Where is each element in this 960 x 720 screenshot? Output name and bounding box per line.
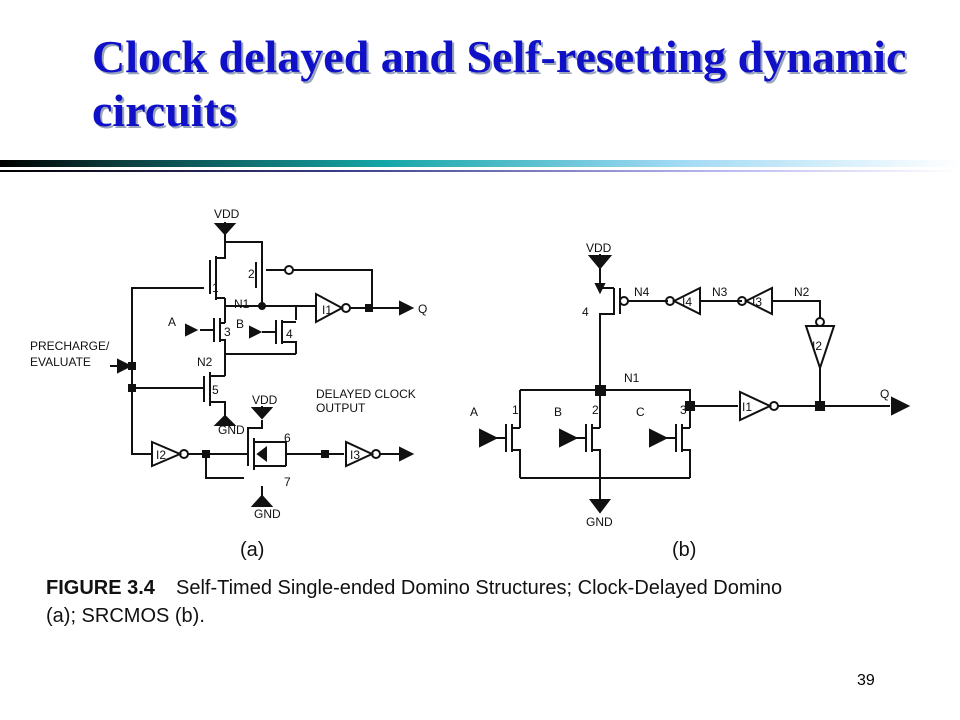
panel-a-gnd2-label: GND xyxy=(254,507,281,521)
delayed-clock-output-label: OUTPUT xyxy=(316,401,366,415)
precharge-label: PRECHARGE/ xyxy=(30,339,110,353)
panel-b-label: (b) xyxy=(672,539,696,561)
panel-b-gnd-label: GND xyxy=(586,515,613,529)
panel-a-transistor-5-label: 5 xyxy=(212,383,219,397)
panel-b-node-n2-label: N2 xyxy=(794,285,810,299)
page-number: 39 xyxy=(857,672,875,689)
panel-a-inverter-i1-label: I1 xyxy=(322,303,332,317)
delayed-clock-label: DELAYED CLOCK xyxy=(316,387,416,401)
panel-a-inverter-i3-label: I3 xyxy=(350,448,360,462)
panel-a-node-n2-label: N2 xyxy=(197,355,213,369)
panel-b-labels: VDD GND A B C Q N1 N2 N3 N4 I1 I2 I3 I4 … xyxy=(470,241,889,561)
panel-a-vdd2-label: VDD xyxy=(252,393,278,407)
panel-a-label: (a) xyxy=(240,539,264,561)
panel-b-input-c-label: C xyxy=(636,405,645,419)
panel-a-transistor-1-label: 1 xyxy=(212,281,219,295)
title-underline-gradient xyxy=(0,160,960,167)
circuit-figure: VDD GND VDD GND PRECHARGE/ EVALUATE A B … xyxy=(0,180,960,660)
panel-a-output-q-label: Q xyxy=(418,302,427,316)
circuit-figure-scan: VDD GND VDD GND PRECHARGE/ EVALUATE A B … xyxy=(0,180,960,660)
panel-b-inverter-i4-label: I4 xyxy=(682,295,692,309)
panel-a-gnd-label: GND xyxy=(218,423,245,437)
evaluate-label: EVALUATE xyxy=(30,355,91,369)
panel-b-node-n3-label: N3 xyxy=(712,285,728,299)
slide-title: Clock delayed and Self-resetting dynamic… xyxy=(92,31,907,136)
panel-b-output-q-label: Q xyxy=(880,387,889,401)
title-underline xyxy=(0,160,960,172)
panel-a-inverter-i2-label: I2 xyxy=(156,448,166,462)
panel-b-inverter-i2-label: I2 xyxy=(812,339,822,353)
figure-caption-label: FIGURE 3.4 xyxy=(46,577,156,599)
panel-a-transistor-7-label: 7 xyxy=(284,475,291,489)
panel-a-schematic xyxy=(110,222,415,507)
figure-caption: FIGURE 3.4 Self-Timed Single-ended Domin… xyxy=(46,577,782,627)
panel-a-input-a-label: A xyxy=(168,315,176,329)
panel-b-schematic xyxy=(479,254,911,514)
figure-caption-line1: Self-Timed Single-ended Domino Structure… xyxy=(176,577,782,599)
panel-b-node-n1-label: N1 xyxy=(624,371,640,385)
panel-a-transistor-3-label: 3 xyxy=(224,325,231,339)
panel-b-input-a-label: A xyxy=(470,405,478,419)
panel-b-transistor-3-label: 3 xyxy=(680,403,687,417)
panel-b-input-b-label: B xyxy=(554,405,562,419)
title-underline-thin xyxy=(0,170,960,172)
panel-a-node-n1-label: N1 xyxy=(234,297,250,311)
panel-b-transistor-2-label: 2 xyxy=(592,403,599,417)
panel-b-transistor-4-label: 4 xyxy=(582,305,589,319)
panel-b-inverter-i1-label: I1 xyxy=(742,400,752,414)
panel-a-vdd-label: VDD xyxy=(214,207,240,221)
panel-b-vdd-label: VDD xyxy=(586,241,612,255)
panel-a-input-b-label: B xyxy=(236,317,244,331)
panel-a-transistor-2-label: 2 xyxy=(248,267,255,281)
figure-caption-line2: (a); SRCMOS (b). xyxy=(46,605,205,627)
panel-a-transistor-4-label: 4 xyxy=(286,327,293,341)
panel-b-transistor-1-label: 1 xyxy=(512,403,519,417)
panel-a-transistor-6-label: 6 xyxy=(284,431,291,445)
panel-b-node-n4-label: N4 xyxy=(634,285,650,299)
panel-b-inverter-i3-label: I3 xyxy=(752,295,762,309)
panel-a-labels: VDD GND VDD GND PRECHARGE/ EVALUATE A B … xyxy=(30,207,427,561)
